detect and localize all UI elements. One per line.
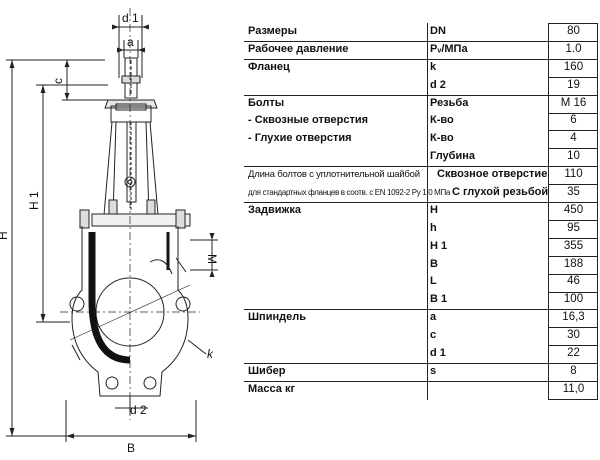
value: 16,3 [562, 311, 585, 324]
label-M: M [205, 254, 219, 264]
sub-label: c [430, 329, 437, 342]
param-label: Шибер [248, 364, 286, 377]
sub-label: B 1 [430, 293, 448, 306]
value: 450 [563, 203, 584, 216]
k-leader [187, 339, 207, 355]
sub-label: DN [430, 25, 446, 37]
sub-label: B [430, 257, 438, 270]
sub-label: d 1 [430, 347, 446, 360]
spec-table: Размеры DN 80 Рабочее давление Pᵥ/МПа 1.0 Фл… [244, 23, 598, 400]
label-k: k [207, 347, 214, 361]
sub-label: К-во [430, 132, 454, 145]
value: 188 [563, 257, 584, 270]
table-row: d 1 22 [244, 345, 598, 363]
value: 11,0 [562, 382, 585, 395]
flange-hole-right [175, 296, 191, 312]
body-top-flange [91, 213, 191, 227]
value: 355 [563, 239, 584, 252]
sub-label: H [430, 203, 438, 216]
param-label: Размеры [248, 25, 298, 37]
table-row: Масса кг 11,0 [244, 381, 598, 399]
value: 35 [567, 186, 580, 199]
table-row: B 1 100 [244, 291, 598, 309]
table-row: d 2 19 [244, 77, 598, 95]
param-label: Фланец [248, 60, 290, 73]
value: 10 [567, 150, 580, 163]
table-row: Рабочее давление Pᵥ/МПа 1.0 [244, 41, 598, 59]
table-row: c 30 [244, 327, 598, 345]
table-row: - Глухие отверстия К-во 4 [244, 130, 598, 148]
table-row: Болты Резьба M 16 [244, 95, 598, 113]
label-d2: d 2 [130, 403, 147, 417]
value: 160 [563, 60, 584, 73]
sub-label: k [430, 60, 437, 73]
param-label: Длина болтов с уплотнительной шайбой [248, 169, 420, 181]
value: 30 [567, 329, 580, 342]
value: 100 [563, 293, 584, 306]
value: 19 [567, 78, 580, 91]
value: 1.0 [565, 42, 582, 55]
sub-label: d 2 [430, 78, 446, 91]
table-row: Размеры DN 80 [244, 23, 598, 41]
param-label: Рабочее давление [248, 42, 349, 55]
value: 46 [567, 275, 580, 288]
param-label: Масса кг [248, 382, 296, 395]
label-H1: H 1 [27, 191, 41, 210]
flange-hole-left [69, 296, 85, 312]
sub-label: Pᵥ/МПа [430, 42, 468, 55]
value: 4 [570, 132, 577, 145]
value: 80 [567, 25, 580, 37]
table-row: L 46 [244, 273, 598, 291]
sub-label: H 1 [430, 239, 448, 252]
param-label: Болты [248, 96, 285, 109]
label-B: B [127, 441, 135, 455]
sub-label: h [430, 221, 437, 234]
value: 95 [567, 221, 580, 234]
table-row: Задвижка H 450 [244, 202, 598, 220]
label-H: H [0, 231, 10, 240]
value: 6 [570, 114, 577, 127]
label-a: a [127, 35, 134, 49]
table-row: H 1 355 [244, 238, 598, 256]
table-row: Шибер s 8 [244, 363, 598, 381]
gate-blade [88, 232, 131, 364]
param-label: для стандартных фланцев в соотв. с EN 10… [248, 188, 450, 198]
sub-label: Резьба [430, 96, 469, 109]
sub-label: Глубина [430, 150, 475, 163]
sub-label: s [430, 364, 437, 377]
table-row: Фланец k 160 [244, 59, 598, 77]
table-row: для стандартных фланцев в соотв. с EN 10… [244, 184, 598, 202]
sub-label: a [430, 311, 437, 324]
sub-label: К-во [430, 114, 454, 127]
value: 8 [570, 364, 577, 377]
param-label: - Глухие отверстия [248, 132, 352, 145]
table-row: - Сквозные отверстия К-во 6 [244, 112, 598, 130]
table-row: Глубина 10 [244, 148, 598, 166]
value: 22 [567, 347, 580, 360]
label-c: c [51, 78, 65, 84]
param-label: - Сквозные отверстия [248, 114, 369, 127]
table-row: h 95 [244, 220, 598, 238]
table-row: B 188 [244, 256, 598, 274]
sub-label: Сквозное отверстие [437, 168, 548, 181]
value: 110 [564, 168, 583, 181]
sub-label: С глухой резьбой [452, 186, 549, 199]
sub-label: L [430, 275, 437, 288]
value: M 16 [560, 96, 587, 109]
flange-hole-bottom-right [143, 376, 157, 390]
table-row: Длина болтов с уплотнительной шайбой Скво… [244, 166, 598, 184]
param-label: Задвижка [248, 203, 301, 216]
table-row: Шпиндель a 16,3 [244, 309, 598, 327]
label-d1: d 1 [122, 11, 139, 25]
flange-hole-bottom-left [105, 376, 119, 390]
param-label: Шпиндель [248, 311, 306, 324]
valve-drawing: d 1 a c H 1 H M k d 2 B [0, 8, 219, 455]
